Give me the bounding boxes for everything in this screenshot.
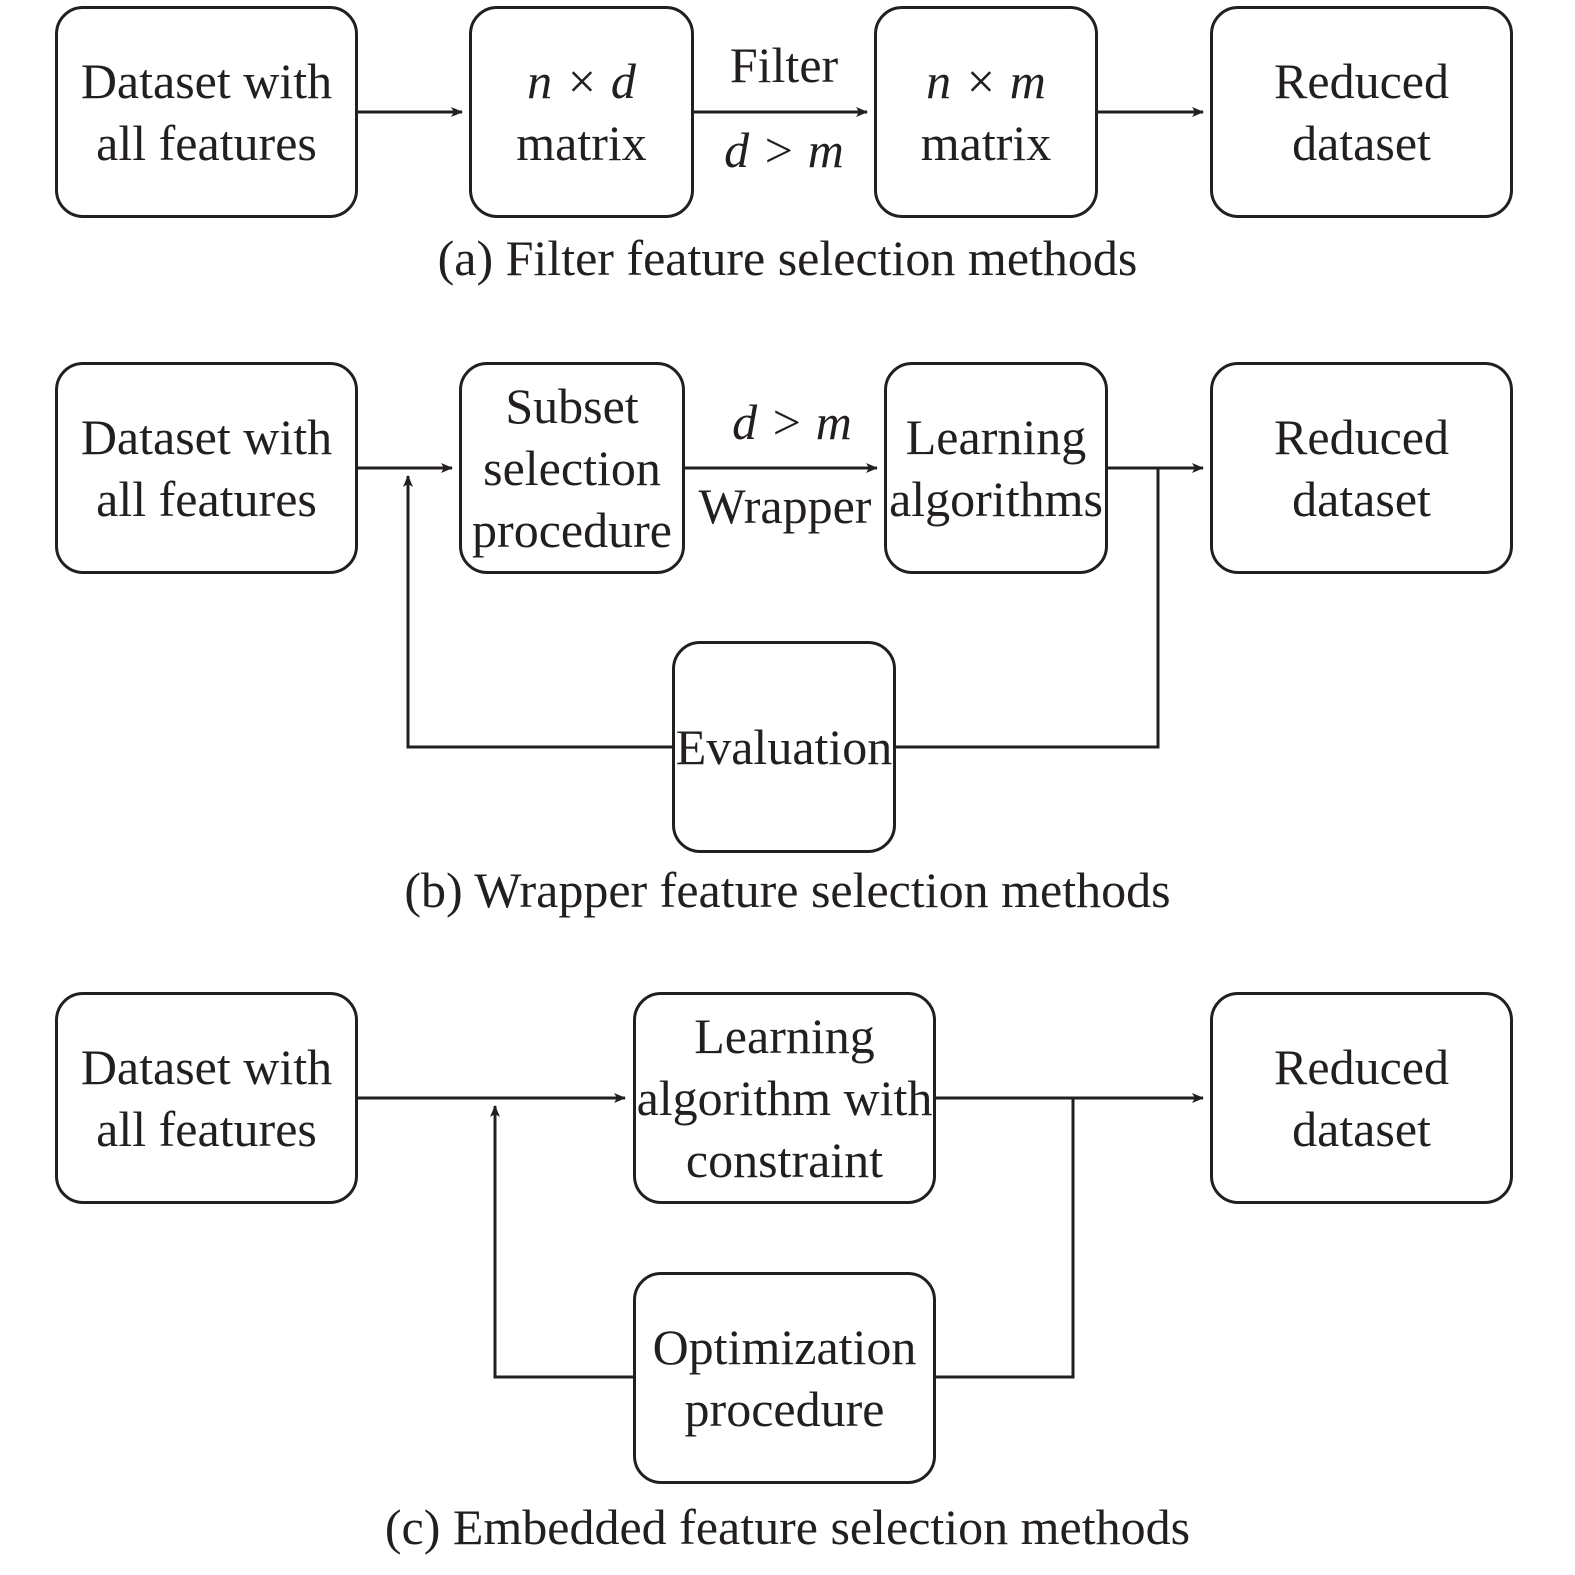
wrapper-caption: (b) Wrapper feature selection methods: [404, 862, 1171, 918]
box-text: selection: [483, 440, 661, 496]
box-text: procedure: [472, 502, 672, 558]
box-math-text: n × m: [926, 53, 1046, 109]
embedded-input-box: Dataset with all features: [55, 992, 358, 1204]
embedded-optimization-box: Optimization procedure: [633, 1272, 936, 1484]
wrapper-learning-box: Learning algorithms: [884, 362, 1108, 574]
filter-nd-matrix-box: n × d matrix: [469, 6, 694, 218]
wrapper-output-box: Reduced dataset: [1210, 362, 1513, 574]
box-text: Learning: [694, 1008, 875, 1064]
box-math-text: n × d: [527, 53, 636, 109]
box-text: all features: [96, 1101, 317, 1157]
box-text: Reduced: [1274, 53, 1449, 109]
embedded-learning-box: Learning algorithm with constraint: [633, 992, 936, 1204]
box-text: algorithms: [889, 471, 1103, 527]
filter-input-box: Dataset with all features: [55, 6, 358, 218]
box-text: Optimization: [652, 1319, 917, 1375]
wrapper-arrow-label-bottom: Wrapper: [698, 478, 872, 534]
box-text: constraint: [685, 1132, 884, 1188]
box-text: Dataset with: [80, 409, 333, 465]
embedded-caption: (c) Embedded feature selection methods: [384, 1499, 1191, 1555]
box-text: Reduced: [1274, 1039, 1449, 1095]
box-text: procedure: [684, 1381, 885, 1437]
box-text: Reduced: [1274, 409, 1449, 465]
filter-nm-matrix-box: n × m matrix: [874, 6, 1098, 218]
filter-output-box: Reduced dataset: [1210, 6, 1513, 218]
box-text: Subset: [505, 378, 639, 434]
filter-arrow-label-top: Filter: [729, 37, 839, 93]
wrapper-input-box: Dataset with all features: [55, 362, 358, 574]
filter-arrow-label-bottom: d > m: [724, 122, 844, 178]
wrapper-line-to-evaluation: [896, 468, 1160, 749]
box-text: Dataset with: [80, 1039, 333, 1095]
box-text: all features: [96, 115, 317, 171]
box-text: dataset: [1292, 1101, 1431, 1157]
box-text: dataset: [1292, 115, 1431, 171]
embedded-output-box: Reduced dataset: [1210, 992, 1513, 1204]
box-text: Learning: [905, 409, 1087, 465]
filter-caption: (a) Filter feature selection methods: [437, 230, 1138, 286]
box-text: algorithm with: [636, 1070, 933, 1126]
box-text: all features: [96, 471, 317, 527]
wrapper-evaluation-box: Evaluation: [672, 641, 896, 853]
wrapper-subset-box: Subset selection procedure: [459, 362, 685, 574]
box-text: Evaluation: [675, 719, 893, 775]
box-text: matrix: [920, 115, 1052, 171]
box-text: dataset: [1292, 471, 1431, 527]
box-text: Dataset with: [80, 53, 333, 109]
box-text: matrix: [516, 115, 647, 171]
embedded-line-to-optimization: [936, 1098, 1075, 1379]
wrapper-feedback-arrow: [403, 475, 672, 749]
wrapper-arrow-label-top: d > m: [732, 394, 852, 450]
embedded-feedback-arrow: [490, 1105, 633, 1379]
